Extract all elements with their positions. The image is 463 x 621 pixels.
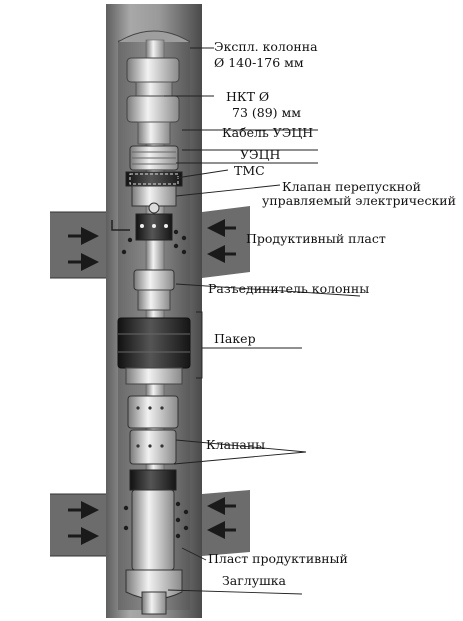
label-disconnector: Разъединитель колонны xyxy=(208,281,370,296)
label-tms: ТМС xyxy=(234,163,265,178)
label-formation-lower: Пласт продуктивный xyxy=(208,551,348,566)
label-cable: Кабель УЭЦН xyxy=(222,125,314,140)
label-valves: Клапаны xyxy=(206,437,266,452)
flow-arrows-upper xyxy=(68,219,236,271)
label-pump: УЭЦН xyxy=(240,147,281,162)
pump-unit xyxy=(125,145,183,187)
flow-arrows-lower xyxy=(68,497,236,545)
label-casing: Экспл. колонна xyxy=(214,40,318,54)
label-casing-diameter: Ø 140-176 мм xyxy=(214,56,304,70)
leader-lines xyxy=(164,47,361,595)
bypass-valve xyxy=(111,213,173,241)
label-plug: Заглушка xyxy=(222,573,286,588)
label-tubing-line2: 73 (89) мм xyxy=(232,105,301,120)
label-formation-upper: Продуктивный пласт xyxy=(246,231,386,246)
perforations-lower xyxy=(123,501,189,539)
plug xyxy=(125,569,183,615)
disconnector xyxy=(133,269,175,311)
tms-unit xyxy=(131,185,177,214)
lower-assembly xyxy=(127,395,179,571)
perforations-upper xyxy=(121,229,187,255)
label-casing-line2: Ø 140-176 мм xyxy=(214,55,304,70)
label-packer: Пакер xyxy=(214,331,256,346)
label-tubing-line1: НКТ Ø xyxy=(226,89,270,104)
label-bypass-valve-line1: Клапан перепускной xyxy=(282,179,421,194)
label-tubing-diameter: 73 (89) мм xyxy=(232,106,301,120)
label-bypass-valve-line2: управляемый электрический xyxy=(262,193,456,208)
label-casing-line1: Экспл. колонна xyxy=(214,39,318,54)
label-tubing: НКТ Ø xyxy=(226,90,269,104)
packer xyxy=(117,317,191,385)
